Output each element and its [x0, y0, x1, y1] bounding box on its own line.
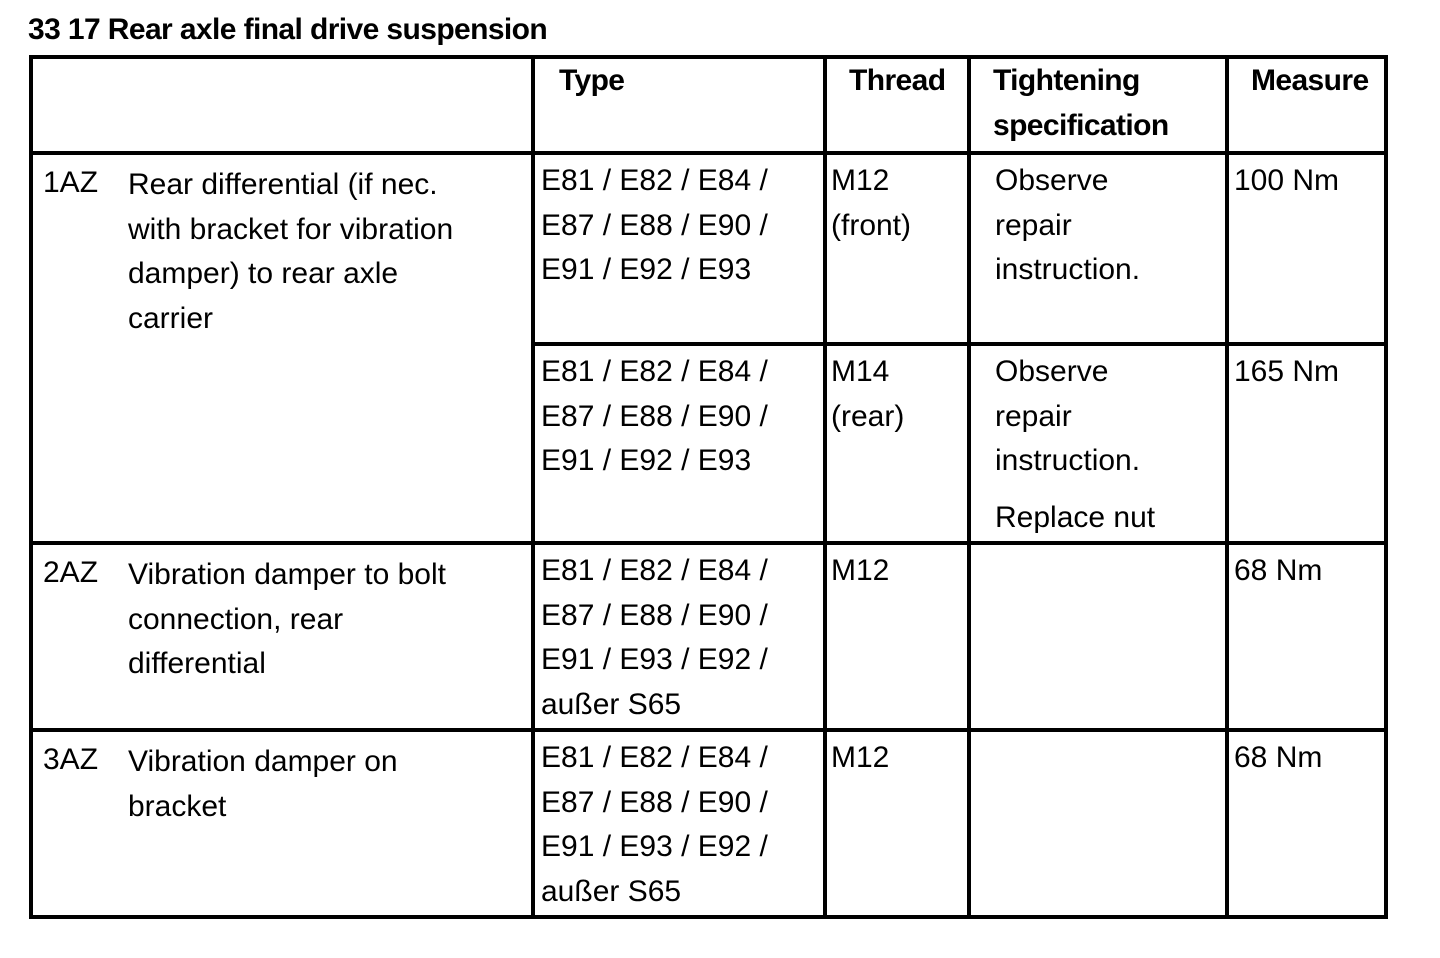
type-line: E81 / E82 / E84 / [541, 355, 768, 388]
description-line: differential [128, 647, 266, 680]
description-line: bracket [128, 789, 227, 823]
page-title: 33 17 Rear axle final drive suspension [28, 13, 548, 46]
type-line: E91 / E92 / E93 [541, 444, 752, 477]
header-tightening-line-1: Tightening [993, 64, 1140, 97]
header-type: Type [531, 55, 827, 155]
description-line: with bracket for vibration [128, 212, 454, 246]
thread-line: M14 [831, 355, 890, 388]
thread-cell: M12 (front) [823, 151, 971, 346]
item-description: Vibration damper on bracket [128, 732, 531, 829]
measure-cell: 68 Nm [1225, 728, 1388, 919]
description-line: connection, rear [128, 602, 344, 636]
thread-cell: M14 (rear) [823, 342, 971, 545]
thread-line: (rear) [831, 399, 905, 433]
type-line: E87 / E88 / E90 / [541, 598, 768, 632]
item-cell-3az: 3AZ Vibration damper on bracket [29, 728, 535, 919]
tightening-line: instruction. [995, 444, 1141, 477]
header-measure: Measure [1225, 55, 1388, 155]
thread-cell: M12 [823, 728, 971, 919]
thread-line: M12 [831, 164, 890, 197]
table-row-1az-front: 1AZ Rear differential (if nec. with brac… [29, 151, 1388, 545]
tightening-line: repair [995, 399, 1072, 433]
type-cell: E81 / E82 / E84 / E87 / E88 / E90 / E91 … [531, 728, 827, 919]
description-line: Vibration damper to bolt [128, 558, 446, 591]
item-number: 1AZ [43, 166, 99, 199]
table-row-3az: 3AZ Vibration damper on bracket E81 / E8… [29, 728, 1388, 919]
type-line: E81 / E82 / E84 / [541, 741, 768, 774]
tightening-cell-empty [967, 728, 1229, 919]
item-cell-2az: 2AZ Vibration damper to bolt connection,… [29, 541, 535, 732]
item-number: 3AZ [43, 743, 99, 776]
type-cell: E81 / E82 / E84 / E87 / E88 / E90 / E91 … [531, 342, 827, 545]
item-description: Rear differential (if nec. with bracket … [128, 155, 531, 341]
thread-line: (front) [831, 208, 912, 242]
tightening-line: Observe [995, 164, 1109, 197]
description-line: Vibration damper on [128, 745, 398, 778]
type-line: außer S65 [541, 874, 682, 908]
tightening-cell-empty [967, 541, 1229, 732]
type-line: E81 / E82 / E84 / [541, 164, 768, 197]
header-tightening-specification: Tightening specification [967, 55, 1229, 155]
header-thread: Thread [823, 55, 971, 155]
tightening-cell: Observe repair instruction. Replace nut [967, 342, 1229, 545]
thread-line: M12 [831, 554, 890, 587]
tightening-line: Observe [995, 355, 1109, 388]
item-description: Vibration damper to bolt connection, rea… [128, 545, 531, 687]
type-cell: E81 / E82 / E84 / E87 / E88 / E90 / E91 … [531, 151, 827, 346]
type-line: außer S65 [541, 687, 682, 721]
type-line: E91 / E93 / E92 / [541, 830, 768, 863]
item-cell-1az: 1AZ Rear differential (if nec. with brac… [29, 151, 535, 545]
table-header-row: Type Thread Tightening specification Mea… [29, 55, 1388, 155]
header-tightening-line-2: specification [993, 108, 1169, 142]
table-row-1az-rear: E81 / E82 / E84 / E87 / E88 / E90 / E91 … [31, 342, 1388, 545]
description-line: carrier [128, 301, 214, 335]
header-blank-cell [29, 55, 535, 155]
table-row-2az: 2AZ Vibration damper to bolt connection,… [29, 541, 1388, 732]
torque-spec-table: Type Thread Tightening specification Mea… [29, 55, 1388, 919]
measure-cell: 68 Nm [1225, 541, 1388, 732]
measure-cell: 100 Nm [1225, 151, 1388, 346]
type-line: E87 / E88 / E90 / [541, 785, 768, 819]
thread-cell: M12 [823, 541, 971, 732]
tightening-cell: Observe repair instruction. [967, 151, 1229, 346]
type-line: E87 / E88 / E90 / [541, 208, 768, 242]
type-cell: E81 / E82 / E84 / E87 / E88 / E90 / E91 … [531, 541, 827, 732]
measure-cell: 165 Nm [1225, 342, 1388, 545]
tightening-line: instruction. [995, 253, 1141, 286]
replace-nut-note: Replace nut [995, 500, 1156, 534]
thread-line: M12 [831, 741, 890, 774]
description-line: Rear differential (if nec. [128, 168, 438, 201]
tightening-line: repair [995, 208, 1072, 242]
type-line: E81 / E82 / E84 / [541, 554, 768, 587]
description-line: damper) to rear axle [128, 257, 399, 290]
type-line: E91 / E92 / E93 [541, 253, 752, 286]
type-line: E91 / E93 / E92 / [541, 643, 768, 676]
item-number: 2AZ [43, 556, 99, 589]
type-line: E87 / E88 / E90 / [541, 399, 768, 433]
